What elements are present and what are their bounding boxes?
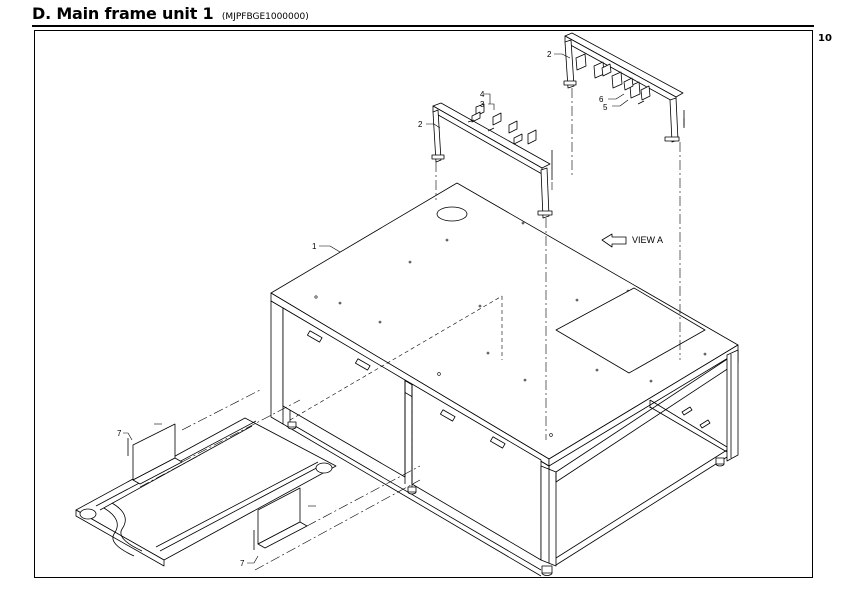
part-code: (MJPFBGE1000000) — [221, 12, 309, 22]
page-number: 10 — [818, 33, 832, 44]
section-title: D. Main frame unit 1 — [32, 4, 214, 23]
callout-2-left: 2 — [418, 120, 423, 129]
belt-unit — [75, 417, 337, 567]
callout-7-lower: 7 — [240, 559, 245, 568]
callout-7-upper: 7 — [117, 429, 122, 438]
drawing-frame — [34, 30, 813, 578]
callout-4: 4 — [480, 90, 485, 99]
view-a-label: VIEW A — [632, 235, 663, 245]
fastener-marks — [154, 118, 685, 507]
page-title: D. Main frame unit 1 (MJPFBGE1000000) — [32, 4, 309, 24]
title-rule — [32, 25, 814, 27]
main-frame — [270, 182, 739, 577]
alignment-lines — [139, 88, 681, 571]
callout-6: 6 — [599, 95, 604, 104]
callout-1: 1 — [312, 242, 317, 251]
bracket-assembly-left — [431, 102, 553, 219]
view-a-arrow — [601, 233, 627, 248]
leader-lines — [123, 53, 629, 564]
hidden-edges — [289, 295, 503, 484]
callout-3: 3 — [480, 100, 485, 109]
callout-5: 5 — [603, 103, 608, 112]
bracket-assembly-right — [563, 32, 685, 143]
callout-2-right: 2 — [547, 50, 552, 59]
